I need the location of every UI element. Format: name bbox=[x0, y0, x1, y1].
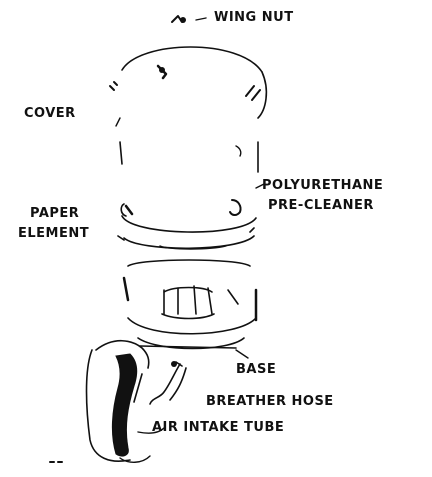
air-intake-tube-part bbox=[50, 341, 164, 463]
label-breather-hose: BREATHER HOSE bbox=[206, 394, 334, 410]
label-pre-cleaner: PRE-CLEANER bbox=[268, 198, 374, 214]
paper-element-cylinder bbox=[124, 260, 256, 334]
label-wing-nut: WING NUT bbox=[214, 10, 294, 26]
label-base: BASE bbox=[236, 362, 276, 378]
cover-part bbox=[110, 47, 266, 126]
label-air-intake-tube: AIR INTAKE TUBE bbox=[152, 420, 284, 436]
wing-nut-leader bbox=[196, 18, 206, 20]
filter-element-part bbox=[118, 142, 258, 249]
base-part bbox=[138, 338, 248, 366]
label-polyurethane: POLYURETHANE bbox=[262, 178, 383, 194]
label-cover: COVER bbox=[24, 106, 76, 122]
breather-hose-part bbox=[150, 361, 186, 404]
label-element: ELEMENT bbox=[18, 226, 89, 242]
wing-nut-part bbox=[172, 16, 186, 23]
label-paper: PAPER bbox=[30, 206, 79, 222]
